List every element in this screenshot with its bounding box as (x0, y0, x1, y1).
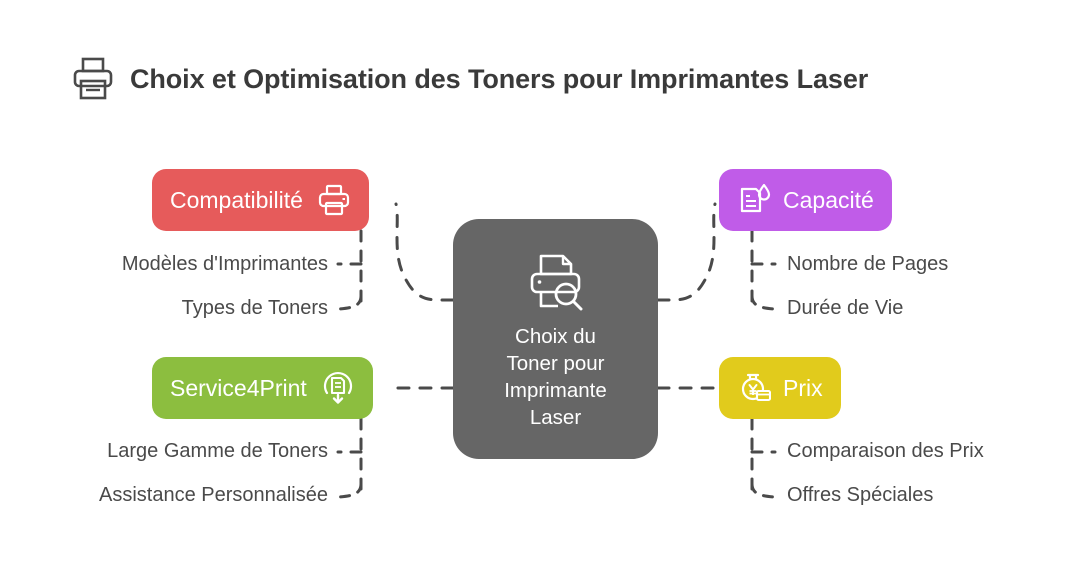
branch-node-service4print[interactable]: Service4Print (152, 357, 373, 419)
leaf-label-modeles-dimprimantes[interactable]: Modèles d'Imprimantes (121, 253, 328, 275)
branch-label-prix: Prix (783, 374, 823, 401)
branch-label-capacite: Capacité (783, 186, 874, 213)
branch-node-prix[interactable]: Prix (719, 357, 841, 419)
coin-card-icon (741, 373, 771, 402)
wire-center-capacite (656, 202, 717, 302)
wire-compatibilite-leaf-2 (337, 294, 363, 311)
document-download-icon (323, 372, 352, 404)
leaf-label-nombre-de-pages[interactable]: Nombre de Pages (787, 253, 949, 275)
printer-icon (73, 57, 113, 100)
wire-prix-leaf-2 (750, 482, 776, 499)
branch-label-service4print: Service4Print (170, 374, 307, 401)
leaf-label-comparaison-des-prix[interactable]: Comparaison des Prix (787, 440, 984, 462)
leaf-label-duree-de-vie[interactable]: Durée de Vie (787, 297, 904, 319)
page-title: Choix et Optimisation des Toners pour Im… (130, 63, 869, 94)
leaf-label-assistance-personnalisee[interactable]: Assistance Personnalisée (98, 484, 328, 506)
wire-center-compatibilite (394, 202, 455, 302)
center-node-label: Choix du Toner pour Imprimante Laser (504, 325, 607, 429)
page-header: Choix et Optimisation des Toners pour Im… (72, 56, 868, 102)
printer-search-icon (530, 254, 582, 311)
branch-node-capacite[interactable]: Capacité (719, 169, 892, 231)
branch-label-compatibilite: Compatibilité (170, 186, 303, 213)
branch-node-compatibilite[interactable]: Compatibilité (152, 169, 369, 231)
leaf-label-large-gamme-de-toners[interactable]: Large Gamme de Toners (107, 440, 328, 462)
leaf-label-types-de-toners[interactable]: Types de Toners (181, 297, 328, 319)
leaf-label-offres-speciales[interactable]: Offres Spéciales (787, 484, 934, 506)
printer-icon (318, 184, 350, 216)
center-node[interactable]: Choix du Toner pour Imprimante Laser (453, 219, 658, 459)
wire-service4print-leaf-2 (337, 482, 363, 499)
wire-capacite-leaf-2 (750, 294, 776, 311)
document-droplet-icon (740, 183, 771, 213)
